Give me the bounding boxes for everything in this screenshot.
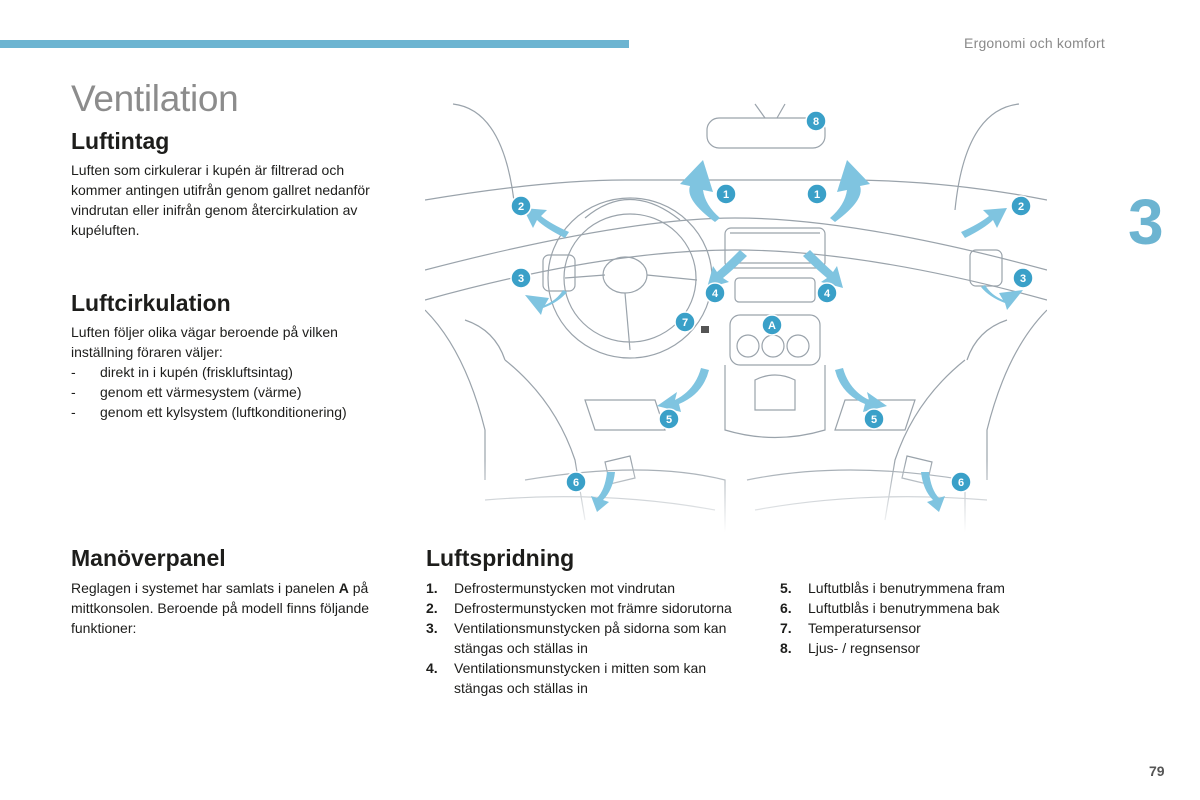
marker-label: 4 [824, 288, 831, 300]
marker-7: 7 [674, 311, 709, 333]
list-item: 5. Luftutblås i benutrymmena fram [780, 578, 1060, 598]
marker-label: 6 [573, 477, 579, 489]
marker-label: 1 [814, 189, 820, 201]
item-number: 5. [780, 580, 792, 596]
item-text: Luftutblås i benutrymmena bak [808, 600, 1000, 616]
airflow-arrows [523, 160, 1023, 512]
air-circulation-heading: Luftcirkulation [71, 290, 231, 316]
item-number: 7. [780, 620, 792, 636]
marker-5-right: 5 [863, 408, 885, 430]
item-text: Luftutblås i benutrymmena fram [808, 580, 1005, 596]
item-text: Ventilationsmunstycken på sidorna som ka… [454, 620, 727, 656]
list-item-text: direkt in i kupén (friskluftsintag) [100, 364, 293, 380]
air-circulation-list: -direkt in i kupén (friskluftsintag) -ge… [71, 362, 347, 422]
item-number: 8. [780, 640, 792, 656]
airflow-arrow-6-left [591, 472, 615, 512]
marker-1-right: 1 [806, 183, 828, 205]
header-accent-bar [0, 40, 629, 48]
item-number: 4. [426, 660, 438, 676]
item-number: 2. [426, 600, 438, 616]
airflow-arrow-4-right [803, 250, 843, 288]
list-item: 7. Temperatursensor [780, 618, 1060, 638]
marker-1-left: 1 [715, 183, 737, 205]
marker-4-left: 4 [704, 282, 726, 304]
list-item-text: genom ett värmesystem (värme) [100, 384, 302, 400]
air-intake-heading: Luftintag [71, 128, 170, 154]
airflow-arrow-1-left [680, 160, 720, 222]
marker-4-right: 4 [816, 282, 838, 304]
airflow-arrow-3-left [525, 290, 567, 315]
item-text: Defrostermunstycken mot vindrutan [454, 580, 675, 596]
item-number: 3. [426, 620, 438, 636]
list-item: -genom ett värmesystem (värme) [71, 384, 302, 400]
marker-label: 5 [666, 414, 672, 426]
item-text: Ventilationsmunstycken i mitten som kan … [454, 660, 707, 696]
marker-label: A [768, 320, 776, 332]
control-panel-text-after: på mittkonsolen. Beroende på modell finn… [71, 580, 370, 636]
item-number: 1. [426, 580, 438, 596]
air-distribution-heading: Luftspridning [426, 545, 575, 571]
airflow-arrow-2-right [961, 208, 1007, 238]
list-item: 8. Ljus- / regnsensor [780, 638, 1060, 658]
chapter-number: 3 [1128, 186, 1164, 258]
control-panel-text-before: Reglagen i systemet har samlats i panele… [71, 580, 339, 596]
marker-8: 8 [805, 110, 827, 132]
marker-5-left: 5 [658, 408, 680, 430]
marker-3-right: 3 [1012, 267, 1034, 289]
marker-label: 5 [871, 414, 877, 426]
list-item: 6. Luftutblås i benutrymmena bak [780, 598, 1060, 618]
list-item: 1. Defrostermunstycken mot vindrutan [426, 578, 744, 598]
airflow-arrow-5-right [835, 368, 887, 412]
list-item: 4. Ventilationsmunstycken i mitten som ka… [426, 658, 744, 698]
page-number: 79 [1149, 763, 1165, 779]
air-circulation-text: Luften följer olika vägar beroende på vi… [71, 324, 338, 360]
marker-3-left: 3 [510, 267, 532, 289]
airflow-arrow-3-right [981, 285, 1023, 310]
air-distribution-list-1: 1. Defrostermunstycken mot vindrutan 2. De… [426, 578, 744, 698]
marker-label: 6 [958, 477, 964, 489]
airflow-arrow-1-right [830, 160, 870, 222]
air-intake-text: Luften som cirkulerar i kupén är filtrer… [71, 162, 370, 238]
marker-label: 1 [723, 189, 729, 201]
temperature-sensor-icon [701, 326, 709, 333]
list-item-text: genom ett kylsystem (luftkonditionering) [100, 404, 347, 420]
item-text: Ljus- / regnsensor [808, 640, 921, 656]
marker-6-right: 6 [950, 471, 972, 493]
airflow-arrow-2-left [523, 208, 569, 238]
list-item: -genom ett kylsystem (luftkonditionering… [71, 404, 347, 420]
item-text: Temperatursensor [808, 620, 921, 636]
airflow-arrow-4-left [707, 250, 747, 288]
marker-a: A [761, 314, 783, 336]
list-item: 3. Ventilationsmunstycken på sidorna som … [426, 618, 744, 658]
list-item: -direkt in i kupén (friskluftsintag) [71, 364, 293, 380]
marker-label: 3 [518, 273, 524, 285]
ventilation-diagram: 1 1 2 2 3 3 4 4 [425, 103, 1047, 532]
section-name: Ergonomi och komfort [964, 35, 1105, 51]
control-panel-heading: Manöverpanel [71, 545, 226, 571]
diagram-markers: 1 1 2 2 3 3 4 4 [510, 110, 1034, 493]
item-text: Defrostermunstycken mot främre sidorutor… [454, 600, 732, 616]
airflow-arrow-6-right [921, 472, 945, 512]
air-distribution-list-2: 5. Luftutblås i benutrymmena fram 6. Luftu… [780, 578, 1060, 658]
marker-label: 2 [518, 201, 524, 213]
page-title: Ventilation [71, 78, 239, 119]
marker-label: 4 [712, 288, 719, 300]
marker-2-right: 2 [1010, 195, 1032, 217]
marker-label: 2 [1018, 201, 1024, 213]
item-number: 6. [780, 600, 792, 616]
control-panel-letter: A [338, 580, 349, 596]
marker-label: 3 [1020, 273, 1026, 285]
marker-2-left: 2 [510, 195, 532, 217]
marker-6-left: 6 [565, 471, 587, 493]
control-panel-text: Reglagen i systemet har samlats i panele… [71, 578, 381, 638]
marker-label: 7 [682, 317, 688, 329]
airflow-arrow-5-left [657, 368, 709, 412]
list-item: 2. Defrostermunstycken mot främre sidorut… [426, 598, 744, 618]
marker-label: 8 [813, 116, 819, 128]
